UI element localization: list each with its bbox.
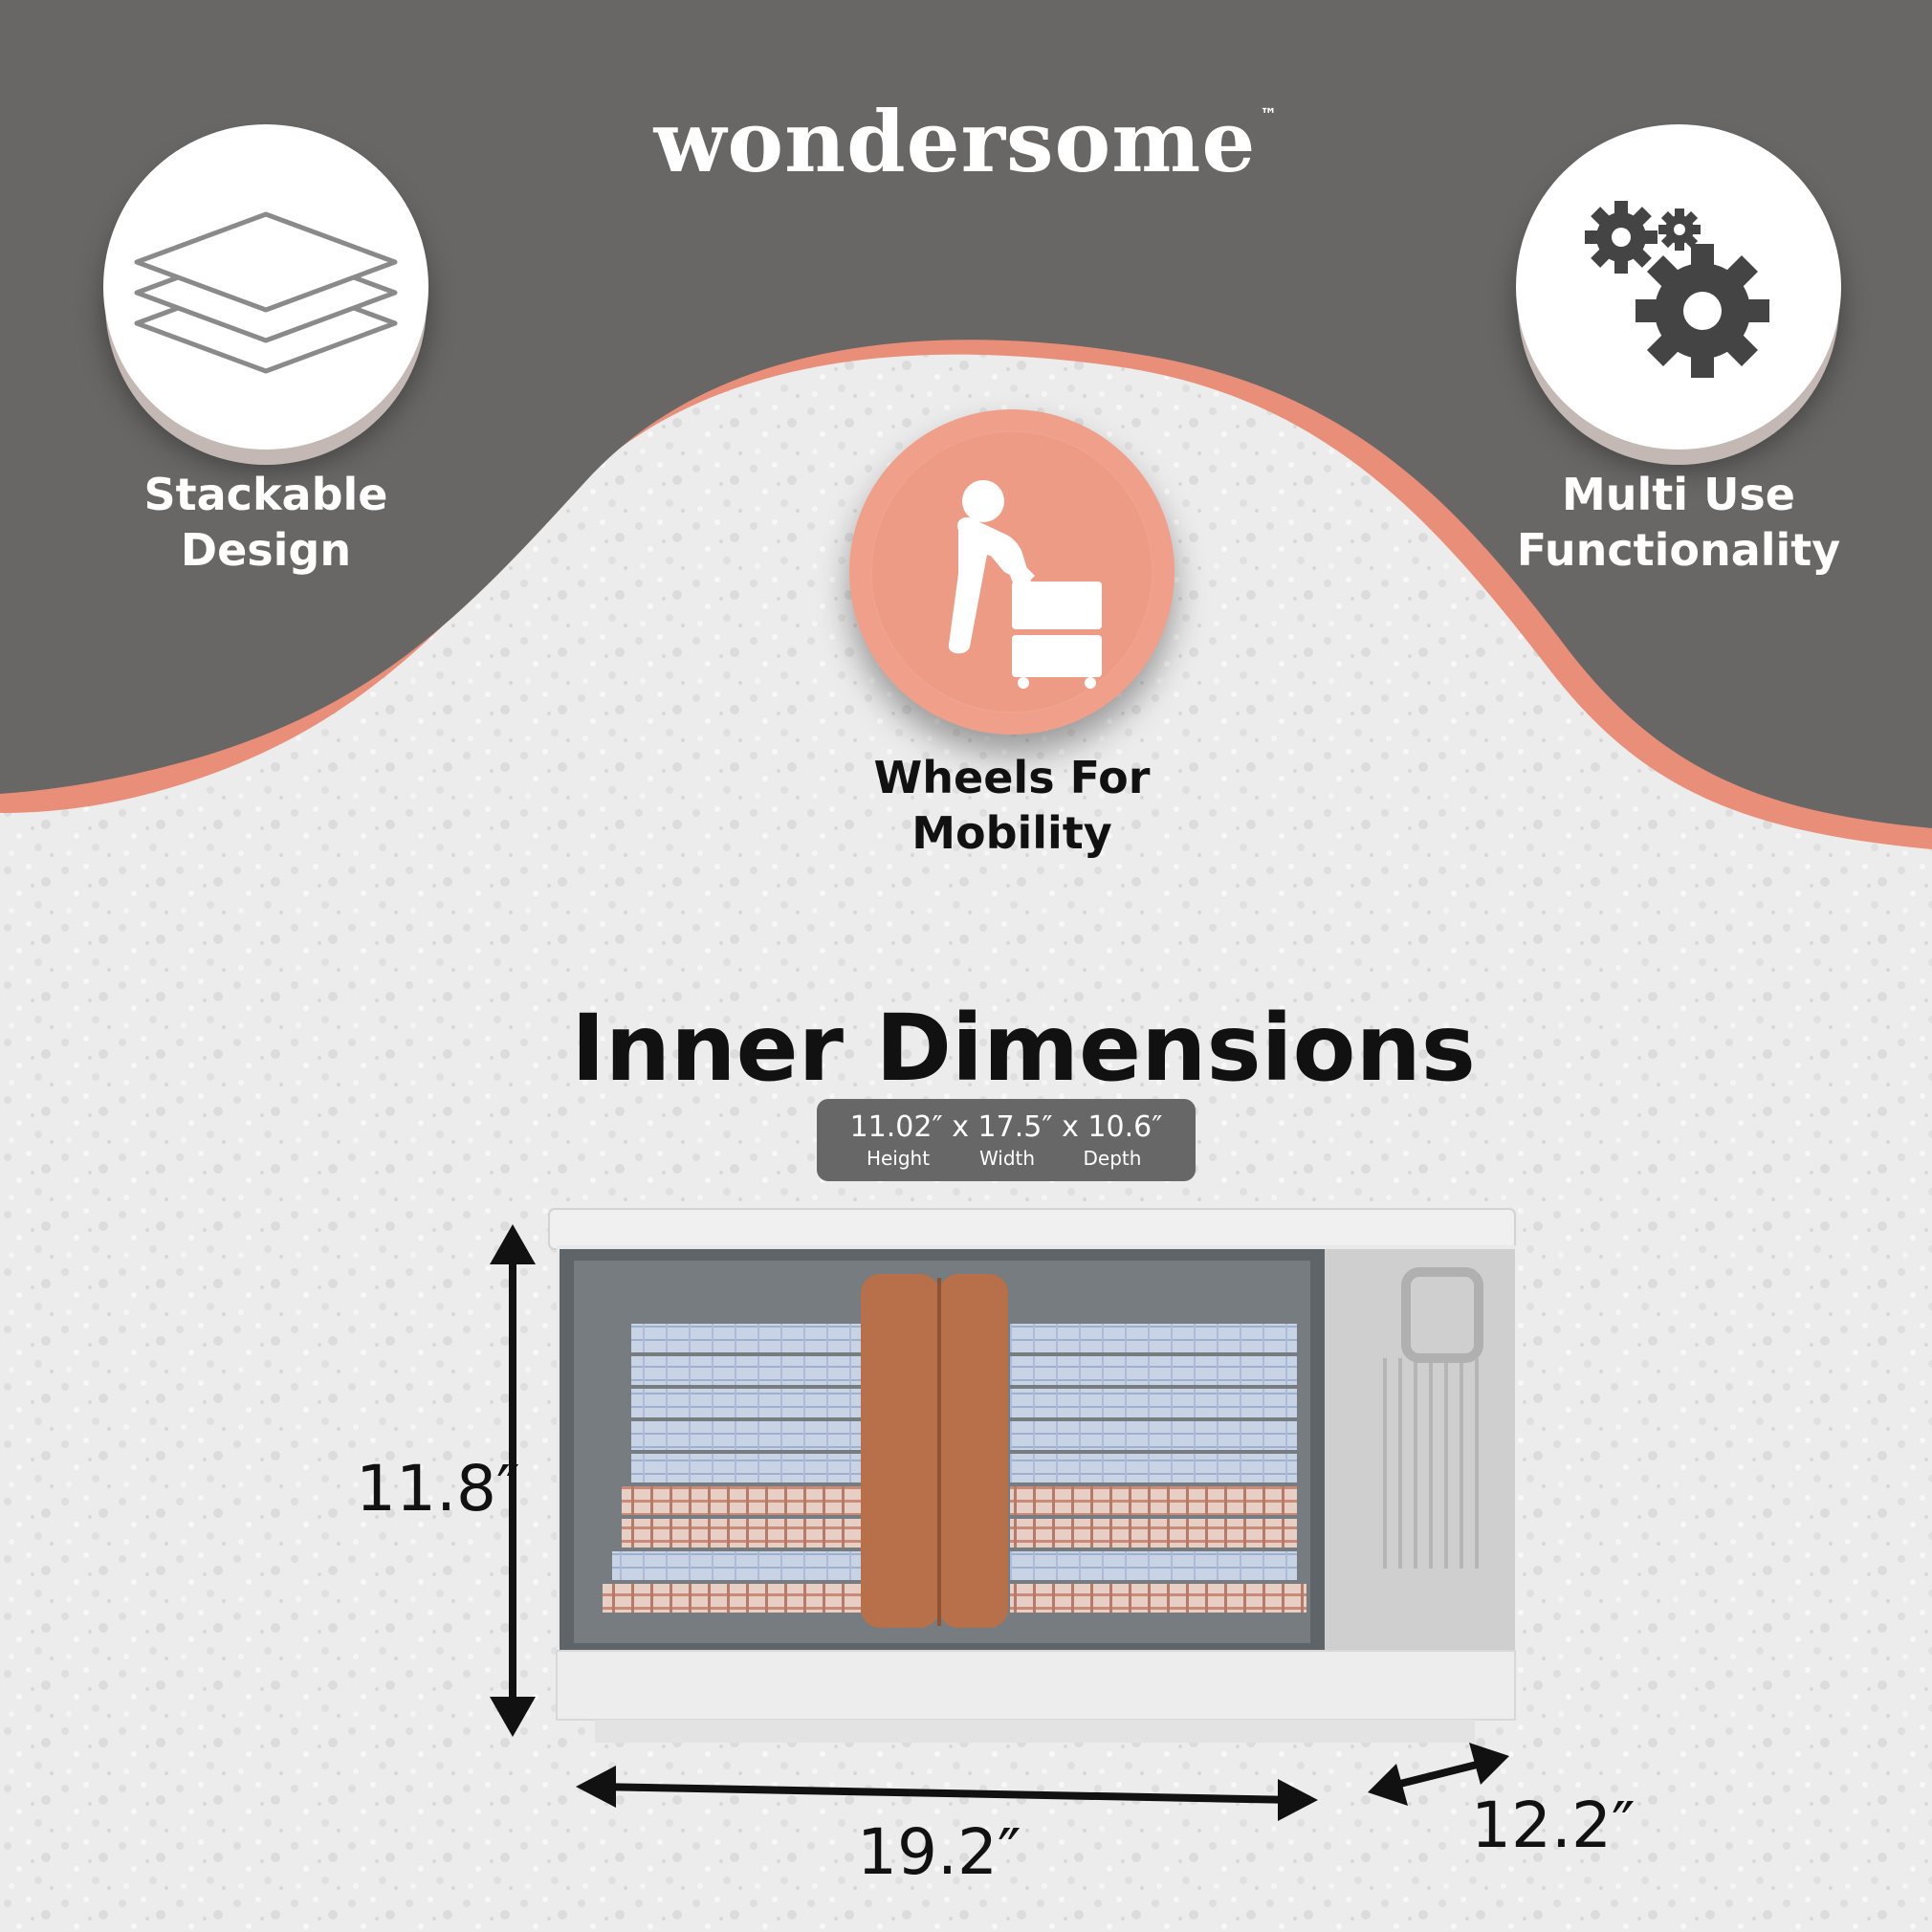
wheels-line2: Mobility (911, 807, 1112, 859)
small-gear-icon (1658, 209, 1701, 251)
inner-depth-value: 10.6″ (1087, 1110, 1163, 1144)
inner-width-value: 17.5″ (977, 1110, 1053, 1144)
large-gear-icon (1636, 244, 1769, 378)
stacked-layers-icon (134, 211, 398, 374)
inner-dimensions-pill: 11.02″ x 17.5″ x 10.6″ Height Width Dept… (817, 1099, 1196, 1181)
person-pushing-cart-icon (948, 480, 1102, 689)
trademark-symbol: ™ (1260, 105, 1279, 125)
stackable-line2: Design (180, 524, 352, 576)
wheels-badge (849, 409, 1175, 735)
outer-height-label: 11.8″ (356, 1452, 520, 1526)
wheels-label: Wheels For Mobility (821, 750, 1203, 861)
inner-depth-label: Depth (1083, 1147, 1142, 1170)
brand-name: wondersome (653, 92, 1257, 191)
inner-height-label: Height (866, 1147, 931, 1170)
stackable-label: Stackable Design (75, 467, 457, 578)
dimension-values: 11.02″ x 17.5″ x 10.6″ (817, 1110, 1196, 1144)
multi-use-label: Multi Use Functionality (1487, 467, 1870, 578)
stackable-badge (103, 124, 428, 450)
inner-height-value: 11.02″ (849, 1110, 943, 1144)
outer-depth-label: 12.2″ (1471, 1789, 1636, 1862)
stackable-line1: Stackable (143, 469, 388, 520)
separator-1: x (952, 1110, 969, 1144)
header-band (0, 0, 1932, 828)
multi-use-badge (1516, 124, 1841, 450)
multi-use-line1: Multi Use (1562, 469, 1795, 520)
inner-width-label: Width (978, 1147, 1036, 1170)
multi-use-line2: Functionality (1516, 524, 1841, 576)
inner-dimensions-title: Inner Dimensions (571, 995, 1476, 1102)
separator-2: x (1062, 1110, 1079, 1144)
gears-icon (1585, 201, 1769, 378)
medium-gear-icon (1585, 201, 1658, 274)
wheels-badge-inner (870, 430, 1153, 714)
wheels-line1: Wheels For (873, 752, 1151, 803)
outer-width-label: 19.2″ (857, 1815, 1021, 1889)
